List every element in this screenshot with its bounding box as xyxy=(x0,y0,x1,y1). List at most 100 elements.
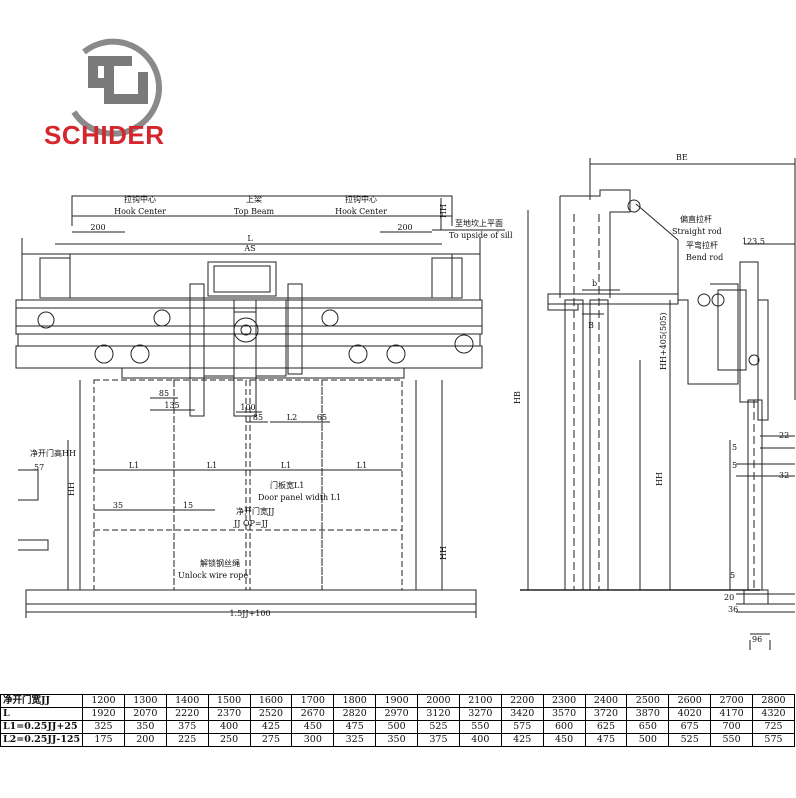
table-cell: 2220 xyxy=(165,707,209,721)
table-row: 净开门宽JJ 1200 1300 1400 1500 1600 1700 180… xyxy=(0,694,795,708)
top-beam-en: Top Beam xyxy=(234,207,275,216)
table-cell: 375 xyxy=(417,733,460,747)
table-cell: 3720 xyxy=(584,707,628,721)
dim-HH405: HH+405(505) xyxy=(659,313,668,370)
table-cell: 400 xyxy=(207,720,251,734)
dim-20: 20 xyxy=(724,593,734,602)
dim-100: 100 xyxy=(240,403,255,412)
table-cell: 2520 xyxy=(249,707,293,721)
table-cell: 1900 xyxy=(375,694,418,708)
straight-rod-en: Straight rod xyxy=(672,227,722,236)
bend-rod-en: Bend rod xyxy=(686,253,723,262)
table-cell: 625 xyxy=(584,720,628,734)
dim-b: b xyxy=(592,279,597,288)
table-cell: 2500 xyxy=(626,694,670,708)
sill-en: To upside of sill xyxy=(449,231,513,240)
table-cell: 4170 xyxy=(710,707,753,721)
dim-L: L xyxy=(247,234,253,243)
table-cell: 3120 xyxy=(417,707,460,721)
unlock-cn: 解锁钢丝绳 xyxy=(200,558,240,568)
dim-85b: 85 xyxy=(253,413,263,422)
bend-rod-cn: 平弯拉杆 xyxy=(686,240,718,250)
dim-AS: AS xyxy=(243,244,255,253)
dim-85: 85 xyxy=(159,389,169,398)
logo-ring xyxy=(71,38,162,137)
unlock-en: Unlock wire rope xyxy=(178,571,248,580)
table-cell: 2600 xyxy=(668,694,712,708)
table-cell: 350 xyxy=(375,733,418,747)
hook-center-en-right: Hook Center xyxy=(335,207,387,216)
table-cell: 575 xyxy=(752,733,795,747)
table-cell: 2700 xyxy=(710,694,753,708)
dim-35: 35 xyxy=(113,501,123,510)
schider-logo xyxy=(71,38,162,137)
table-cell: 3570 xyxy=(542,707,586,721)
dim-200-right: 200 xyxy=(397,223,412,232)
table-cell: 325 xyxy=(82,720,125,734)
table-cell: 2400 xyxy=(584,694,628,708)
table-cell: 450 xyxy=(542,733,586,747)
table-cell: 1400 xyxy=(165,694,209,708)
dim-57: 57 xyxy=(34,463,44,472)
table-row: L1=0.25JJ+25 325 350 375 400 425 450 475… xyxy=(0,720,795,734)
dim-HH: HH xyxy=(439,204,448,218)
sill-cn: 至地坎上平面 xyxy=(455,218,503,228)
table-cell: 300 xyxy=(291,733,335,747)
L1-c: L1 xyxy=(281,461,291,470)
table-cell: 400 xyxy=(458,733,502,747)
door-width-cn: 门板宽L1 xyxy=(270,480,304,490)
table-cell: 2800 xyxy=(752,694,795,708)
dim-15: 15 xyxy=(183,501,193,510)
dim-32: 32 xyxy=(779,471,789,480)
dim-200-left: 200 xyxy=(90,223,105,232)
hook-center-cn-right: 拉钩中心 xyxy=(345,194,377,204)
table-row: L 1920 2070 2220 2370 2520 2670 2820 297… xyxy=(0,707,795,721)
spec-table: 净开门宽JJ 1200 1300 1400 1500 1600 1700 180… xyxy=(0,694,795,747)
table-cell: 475 xyxy=(584,733,628,747)
dim-bottom: 1.5JJ+100 xyxy=(229,609,270,618)
table-cell: 700 xyxy=(710,720,753,734)
dim-96: 96 xyxy=(752,635,762,644)
table-cell: 1920 xyxy=(82,707,125,721)
brand-name: SCHIDER xyxy=(44,120,165,150)
table-cell: 200 xyxy=(123,733,167,747)
hook-center-cn-left: 拉钩中心 xyxy=(124,194,156,204)
dim-22: 22 xyxy=(779,431,789,440)
table-cell: 425 xyxy=(500,733,544,747)
table-cell: 3420 xyxy=(500,707,544,721)
dim-B: B xyxy=(588,321,594,330)
table-cell: 2670 xyxy=(291,707,335,721)
table-cell: 575 xyxy=(500,720,544,734)
table-cell: 4020 xyxy=(668,707,712,721)
table-cell: 4320 xyxy=(752,707,795,721)
table-cell: 600 xyxy=(542,720,586,734)
table-cell: 2300 xyxy=(542,694,586,708)
table-cell: 675 xyxy=(668,720,712,734)
table-cell: 3870 xyxy=(626,707,670,721)
L1-a: L1 xyxy=(129,461,139,470)
table-cell: 3270 xyxy=(458,707,502,721)
net-height: 净开门高HH xyxy=(30,448,76,458)
dim-5a: 5 xyxy=(732,443,737,452)
table-cell: 2070 xyxy=(123,707,167,721)
straight-rod-cn: 偏直拉杆 xyxy=(680,214,712,224)
table-cell: 1800 xyxy=(333,694,377,708)
table-cell: 425 xyxy=(249,720,293,734)
dim-HH-left: HH xyxy=(67,482,76,496)
table-cell: 175 xyxy=(82,733,125,747)
dim-BE: BE xyxy=(676,153,688,162)
dim-5c: 5 xyxy=(730,571,735,580)
door-width-en: Door panel width L1 xyxy=(258,493,341,502)
table-cell: 2820 xyxy=(333,707,377,721)
table-cell: 475 xyxy=(333,720,377,734)
table-cell: 2100 xyxy=(458,694,502,708)
table-cell: 550 xyxy=(458,720,502,734)
hook-center-en-left: Hook Center xyxy=(114,207,166,216)
dim-L2: L2 xyxy=(287,413,297,422)
table-cell: 350 xyxy=(123,720,167,734)
table-cell: 2000 xyxy=(417,694,460,708)
L1-b: L1 xyxy=(207,461,217,470)
net-width-cn: 净开门宽JJ xyxy=(236,506,274,516)
table-cell: 250 xyxy=(207,733,251,747)
table-cell: 375 xyxy=(165,720,209,734)
